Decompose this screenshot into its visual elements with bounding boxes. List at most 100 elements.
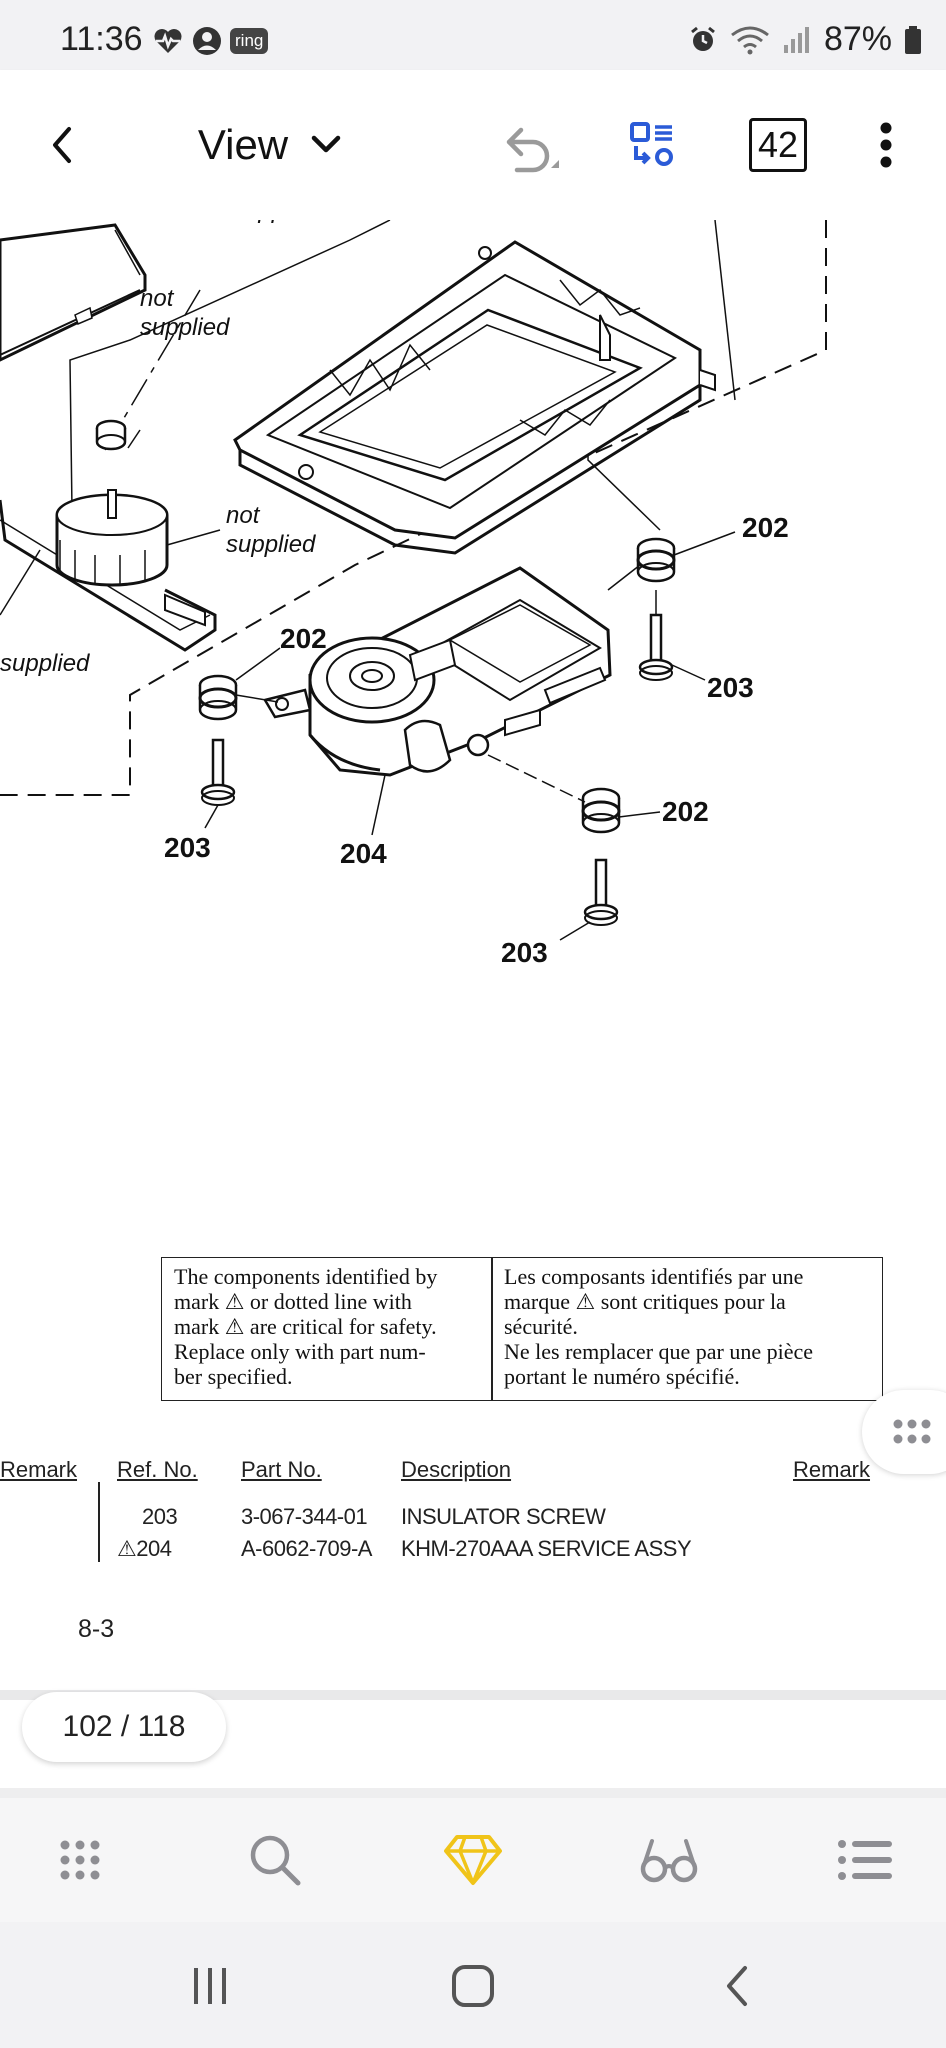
note-divider (491, 1258, 493, 1400)
recent-apps-button[interactable] (180, 1958, 240, 2014)
more-vertical-icon (880, 122, 892, 168)
parts-divider-line (98, 1482, 100, 1562)
view-mode-label: View (197, 121, 289, 168)
safety-note-box: The components identified by mark ⚠ or d… (161, 1257, 883, 1401)
account-icon (193, 27, 221, 55)
more-options-button[interactable] (866, 110, 906, 180)
insulator-right (636, 537, 676, 583)
dots-grid-icon (893, 1419, 931, 1444)
note-line: Ne les remplacer que par une pièce (504, 1339, 814, 1364)
top-toolbar: View 42 (0, 70, 946, 220)
home-icon (452, 1965, 494, 2007)
glasses-icon (640, 1839, 698, 1883)
reading-mode-button[interactable] (636, 1828, 702, 1892)
row-ref: ⚠204 (117, 1536, 172, 1561)
label-not-supplied-1a: not (140, 285, 175, 312)
back-button[interactable] (30, 115, 94, 175)
view-mode-dropdown[interactable]: View (180, 110, 360, 180)
wifi-icon (731, 26, 769, 54)
status-bar: 11:36 ring 87% (0, 0, 946, 70)
reflow-toggle-button[interactable] (620, 110, 684, 180)
status-notification-icons: ring (152, 26, 269, 56)
note-line: mark ⚠ are critical for safety. (174, 1314, 437, 1339)
header-remark-left: Remark (0, 1457, 78, 1482)
callout-202-bottom: 202 (662, 796, 709, 827)
row-description: INSULATOR SCREW (401, 1504, 606, 1529)
system-navigation-bar (0, 1922, 946, 2048)
status-time: 11:36 (60, 20, 143, 58)
chassis-frame (233, 240, 716, 555)
list-icon (838, 1840, 892, 1880)
note-line: Les composants identifiés par une (504, 1264, 804, 1289)
small-insulator (95, 419, 127, 451)
dashed-boundary (0, 220, 827, 796)
callout-203-left: 203 (164, 832, 211, 863)
callout-202-right: 202 (742, 512, 789, 543)
callout-202-left: 202 (280, 623, 327, 654)
document-page[interactable]: supplied not supplied not supplied suppl… (0, 220, 946, 1690)
recents-icon (194, 1968, 226, 2004)
row-ref: 203 (142, 1504, 178, 1529)
battery-percent: 87% (823, 20, 892, 58)
chevron-down-icon (311, 135, 341, 153)
page-separator (0, 1690, 946, 1700)
page-navigation-button[interactable]: 42 (748, 116, 808, 174)
note-line: marque ⚠ sont critiques pour la (504, 1289, 786, 1314)
floating-tools-button[interactable] (862, 1390, 946, 1474)
ring-app-badge: ring (230, 28, 269, 54)
label-supplied-left: supplied (0, 650, 90, 677)
callout-204: 204 (340, 838, 387, 869)
callout-203-bottom: 203 (501, 937, 548, 968)
label-not-supplied-2a: not (226, 502, 261, 529)
safety-note-english: The components identified by mark ⚠ or d… (174, 1264, 484, 1389)
alarm-icon (691, 26, 715, 51)
page-footer-number: 8-3 (78, 1615, 115, 1643)
note-line: sécurité. (504, 1314, 578, 1339)
battery-icon (905, 25, 921, 54)
note-line: ber specified. (174, 1364, 293, 1389)
bottom-toolbar (0, 1798, 946, 1922)
note-line: portant le numéro spécifié. (504, 1364, 740, 1389)
page-indicator-pill[interactable]: 102 / 118 (22, 1692, 226, 1762)
page-separator-lower (0, 1788, 946, 1798)
chevron-left-icon (53, 127, 71, 163)
screw-bottom (583, 858, 619, 926)
header-description: Description (401, 1457, 512, 1482)
grid-dots-icon (60, 1840, 100, 1880)
system-back-button[interactable] (712, 1958, 762, 2014)
row-description: KHM-270AAA SERVICE ASSY (401, 1536, 692, 1561)
callout-203-right: 203 (707, 672, 754, 703)
exploded-parts-diagram: supplied not supplied not supplied suppl… (0, 220, 827, 968)
safety-note-french: Les composants identifiés par une marque… (504, 1264, 874, 1389)
note-line: The components identified by (174, 1264, 438, 1289)
header-ref-no: Ref. No. (117, 1457, 198, 1482)
insulator-left (198, 674, 238, 721)
row-part: 3-067-344-01 (241, 1504, 368, 1529)
status-system-icons: 87% (688, 20, 922, 59)
optical-pickup-assembly (263, 566, 612, 777)
outline-list-button[interactable] (832, 1828, 898, 1892)
screw-right (638, 613, 674, 681)
label-not-supplied-2b: supplied (226, 531, 316, 558)
signal-icon (783, 26, 809, 53)
thumbnails-button[interactable] (50, 1828, 110, 1892)
motor-assembly (0, 489, 217, 652)
diamond-icon (444, 1835, 502, 1885)
label-not-supplied-1b: supplied (140, 314, 230, 341)
page-number-box: 42 (749, 118, 807, 172)
note-line: Replace only with part num- (174, 1339, 426, 1364)
back-arrow-icon (727, 1966, 747, 2006)
search-icon (250, 1835, 301, 1886)
heart-rate-icon (154, 29, 182, 53)
note-line: mark ⚠ or dotted line with (174, 1289, 412, 1314)
undo-button[interactable] (490, 112, 570, 182)
text-reflow-icon (630, 122, 673, 166)
cabinet-block (0, 223, 147, 362)
insulator-bottom (581, 787, 621, 834)
undo-icon (506, 127, 559, 173)
header-part-no: Part No. (241, 1457, 322, 1482)
search-button[interactable] (242, 1828, 308, 1892)
home-button[interactable] (440, 1958, 506, 2014)
premium-button[interactable] (440, 1828, 506, 1892)
screw-left (200, 738, 236, 806)
